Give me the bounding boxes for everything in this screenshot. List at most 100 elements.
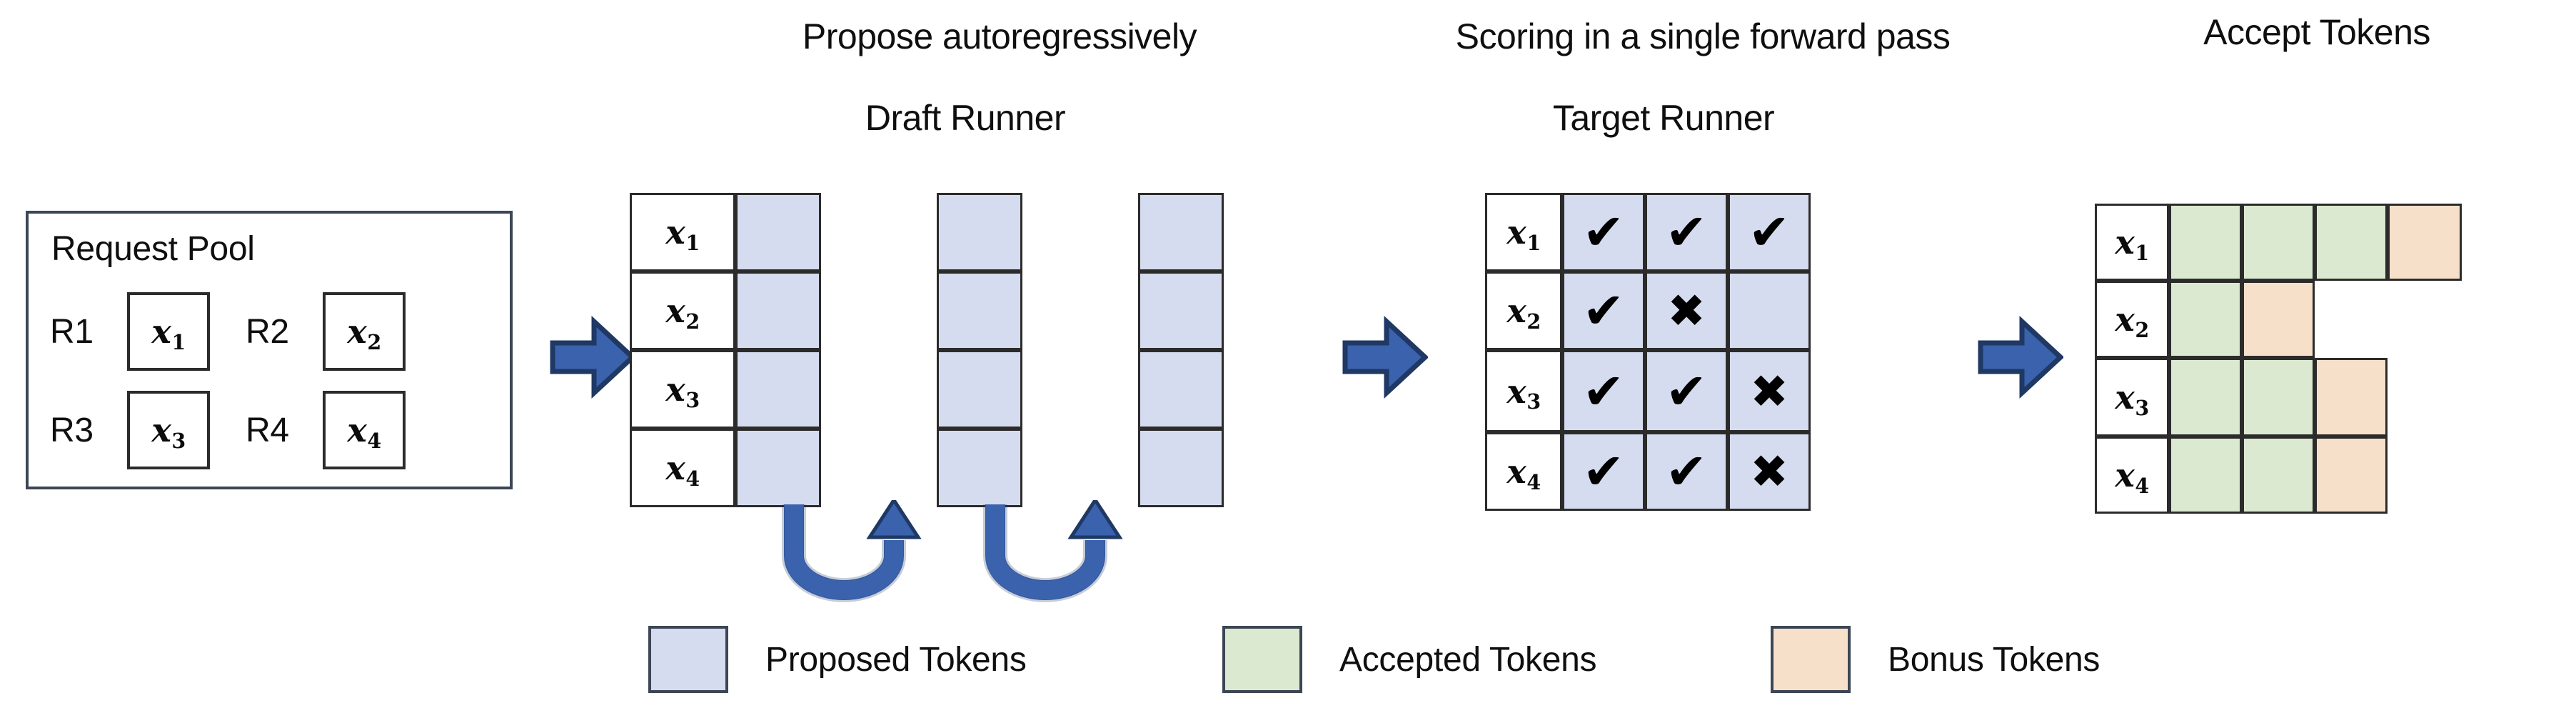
flow-arrow-target-to-accept	[1978, 315, 2063, 399]
draft-proposed-cell	[735, 193, 821, 271]
draft-proposed-cell	[1138, 350, 1224, 429]
token-glyph: x4	[347, 411, 382, 453]
legend-swatch-accepted	[1222, 626, 1302, 693]
token-glyph: x3	[2115, 378, 2150, 420]
accept-cell-accepted	[2242, 358, 2315, 437]
legend-swatch-bonus	[1771, 626, 1851, 693]
accept-row-label-2: x2	[2095, 281, 2169, 358]
accept-cell-accepted	[2169, 358, 2242, 437]
check-icon: ✔	[1582, 283, 1625, 339]
target-score-cell: ✔	[1562, 350, 1645, 432]
draft-proposed-cell	[937, 271, 1022, 350]
flow-arrow-draft-to-target	[1342, 315, 1428, 399]
autoregressive-loop-arrow-2	[983, 500, 1123, 602]
draft-subtitle: Draft Runner	[865, 98, 1066, 138]
target-row-label-3: x3	[1485, 350, 1562, 432]
request-entry-r4: R4 x4	[246, 391, 406, 469]
draft-row-label-3: x3	[630, 350, 735, 429]
accept-cell-bonus	[2315, 437, 2388, 514]
draft-proposed-cell	[735, 271, 821, 350]
token-glyph: x2	[1506, 291, 1541, 334]
check-icon: ✔	[1582, 363, 1625, 419]
request-entry-r3: R3 x3	[50, 391, 210, 469]
request-token-box-r1: x1	[127, 292, 210, 371]
draft-proposed-cell	[735, 429, 821, 507]
token-glyph: x2	[2115, 300, 2150, 342]
draft-row-label-4: x4	[630, 429, 735, 507]
accept-cell-accepted	[2169, 204, 2242, 281]
target-score-cell: ✔	[1645, 193, 1728, 271]
request-label-r2: R2	[246, 312, 289, 351]
draft-proposed-cell	[1138, 429, 1224, 507]
accept-cell-bonus	[2242, 281, 2315, 358]
token-glyph: x3	[151, 411, 186, 453]
draft-row-label-2: x2	[630, 271, 735, 350]
token-glyph: x2	[665, 291, 700, 334]
accept-title: Accept Tokens	[2203, 12, 2430, 52]
legend-swatch-proposed	[648, 626, 728, 693]
target-score-cell: ✔	[1645, 432, 1728, 511]
request-pool-row: R1 x1 R2 x2	[50, 292, 406, 371]
request-label-r1: R1	[50, 312, 94, 351]
target-score-cell: ✔	[1562, 193, 1645, 271]
legend-label-accepted: Accepted Tokens	[1339, 641, 1597, 679]
check-icon: ✔	[1665, 363, 1708, 419]
draft-proposed-cell	[735, 350, 821, 429]
draft-proposed-cell	[1138, 193, 1224, 271]
accept-cell-accepted	[2315, 204, 2388, 281]
token-glyph: x1	[1506, 213, 1541, 255]
token-glyph: x3	[1506, 372, 1541, 414]
token-glyph: x1	[2115, 223, 2150, 265]
token-glyph: x4	[1506, 452, 1541, 494]
request-pool-box: Request Pool R1 x1 R2 x2 R3 x3	[26, 211, 513, 489]
target-title: Scoring in a single forward pass	[1455, 16, 1951, 56]
target-score-cell: ✖	[1728, 432, 1811, 511]
request-token-box-r4: x4	[323, 391, 406, 469]
target-score-cell: ✔	[1645, 350, 1728, 432]
accept-cell-accepted	[2242, 204, 2315, 281]
accept-cell-bonus	[2315, 358, 2388, 437]
legend-label-bonus: Bonus Tokens	[1888, 641, 2100, 679]
request-label-r4: R4	[246, 411, 289, 449]
token-glyph: x4	[2115, 456, 2150, 498]
check-icon: ✔	[1665, 444, 1708, 499]
accept-cell-accepted	[2169, 437, 2242, 514]
cross-icon: ✖	[1750, 446, 1788, 497]
token-glyph: x2	[347, 312, 382, 354]
check-icon: ✔	[1748, 204, 1791, 260]
draft-proposed-cell	[937, 350, 1022, 429]
token-glyph: x3	[665, 370, 700, 412]
draft-title: Propose autoregressively	[802, 16, 1197, 56]
cross-icon: ✖	[1750, 365, 1788, 417]
check-icon: ✔	[1582, 444, 1625, 499]
target-score-cell-empty	[1728, 271, 1811, 350]
target-row-label-4: x4	[1485, 432, 1562, 511]
target-row-label-2: x2	[1485, 271, 1562, 350]
request-label-r3: R3	[50, 411, 94, 449]
legend-label-proposed: Proposed Tokens	[765, 641, 1027, 679]
target-subtitle: Target Runner	[1552, 98, 1775, 138]
cross-icon: ✖	[1667, 285, 1706, 336]
target-score-cell: ✖	[1645, 271, 1728, 350]
autoregressive-loop-arrow-1	[782, 500, 922, 602]
request-pool-row: R3 x3 R4 x4	[50, 391, 406, 469]
token-glyph: x4	[665, 449, 700, 491]
accept-row-label-1: x1	[2095, 204, 2169, 281]
draft-row-label-1: x1	[630, 193, 735, 271]
check-icon: ✔	[1665, 204, 1708, 260]
token-glyph: x1	[151, 312, 186, 354]
accept-row-label-4: x4	[2095, 437, 2169, 514]
target-score-cell: ✖	[1728, 350, 1811, 432]
draft-proposed-cell	[937, 193, 1022, 271]
draft-proposed-cell	[1138, 271, 1224, 350]
draft-proposed-cell	[937, 429, 1022, 507]
target-score-cell: ✔	[1562, 271, 1645, 350]
target-score-cell: ✔	[1562, 432, 1645, 511]
accept-cell-accepted	[2169, 281, 2242, 358]
token-glyph: x1	[665, 213, 700, 255]
target-score-cell: ✔	[1728, 193, 1811, 271]
accept-row-label-3: x3	[2095, 358, 2169, 437]
request-pool-title: Request Pool	[51, 230, 255, 268]
target-row-label-1: x1	[1485, 193, 1562, 271]
